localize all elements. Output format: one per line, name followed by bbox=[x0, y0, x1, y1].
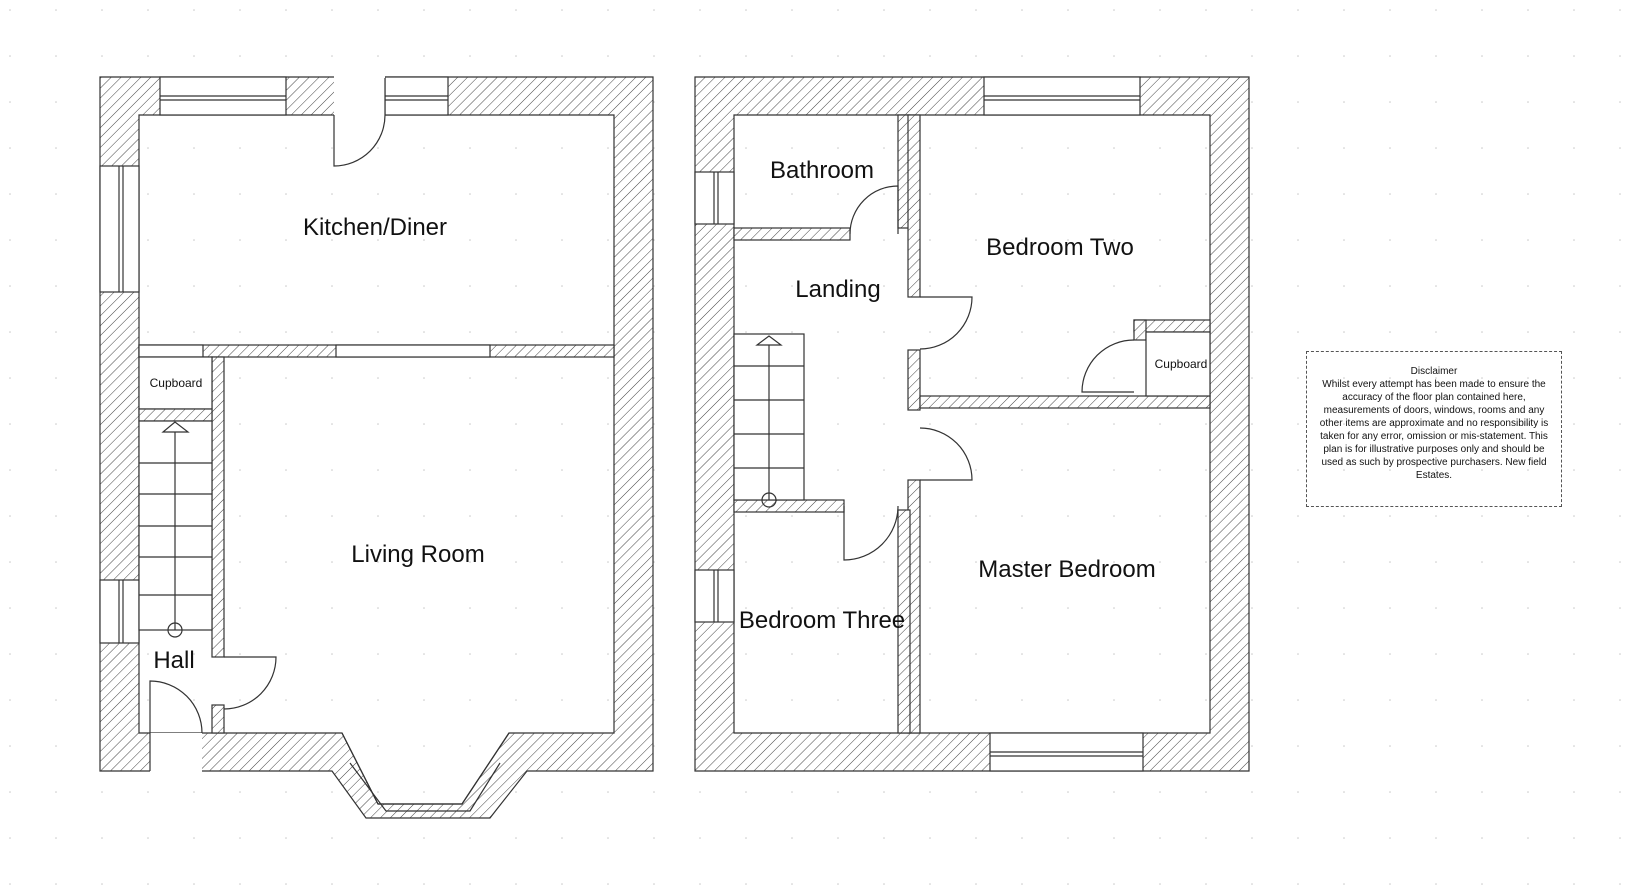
label-master-bedroom: Master Bedroom bbox=[978, 556, 1155, 583]
internal-wall-bathroom bbox=[733, 227, 851, 241]
cupboard-door bbox=[1081, 339, 1135, 393]
master-bedroom-door bbox=[919, 427, 973, 481]
label-living-room: Living Room bbox=[351, 541, 484, 568]
internal-wall-bedroom-two bbox=[907, 114, 921, 298]
ground-floor bbox=[99, 76, 654, 819]
label-first-cupboard: Cupboard bbox=[1155, 357, 1208, 371]
first-floor bbox=[694, 76, 1250, 772]
first-stairs bbox=[733, 333, 805, 508]
label-ground-cupboard: Cupboard bbox=[150, 376, 203, 390]
first-cupboard bbox=[1145, 331, 1211, 397]
label-landing: Landing bbox=[795, 276, 880, 303]
label-kitchen-diner: Kitchen/Diner bbox=[303, 214, 447, 241]
bedroom-three-door bbox=[843, 505, 899, 561]
label-hall: Hall bbox=[153, 647, 194, 674]
front-door bbox=[149, 680, 203, 771]
internal-wall-master bbox=[919, 395, 1211, 409]
disclaimer-title: Disclaimer bbox=[1410, 366, 1458, 377]
internal-wall-bedroom-three bbox=[733, 499, 845, 513]
bay-window bbox=[341, 732, 510, 805]
bedroom-two-door bbox=[919, 296, 973, 350]
internal-wall-hall bbox=[211, 356, 225, 658]
label-bedroom-three: Bedroom Three bbox=[739, 607, 905, 634]
ground-stairs bbox=[138, 420, 213, 638]
label-bathroom: Bathroom bbox=[770, 157, 874, 184]
kitchen-door bbox=[333, 114, 386, 167]
label-bedroom-two: Bedroom Two bbox=[986, 234, 1134, 261]
bathroom-door bbox=[849, 185, 899, 235]
disclaimer-body: Whilst every attempt has been made to en… bbox=[1319, 379, 1549, 481]
disclaimer-box: Disclaimer Whilst every attempt has been… bbox=[1306, 351, 1562, 507]
ground-cupboard bbox=[138, 356, 213, 410]
living-room-door bbox=[223, 656, 277, 710]
